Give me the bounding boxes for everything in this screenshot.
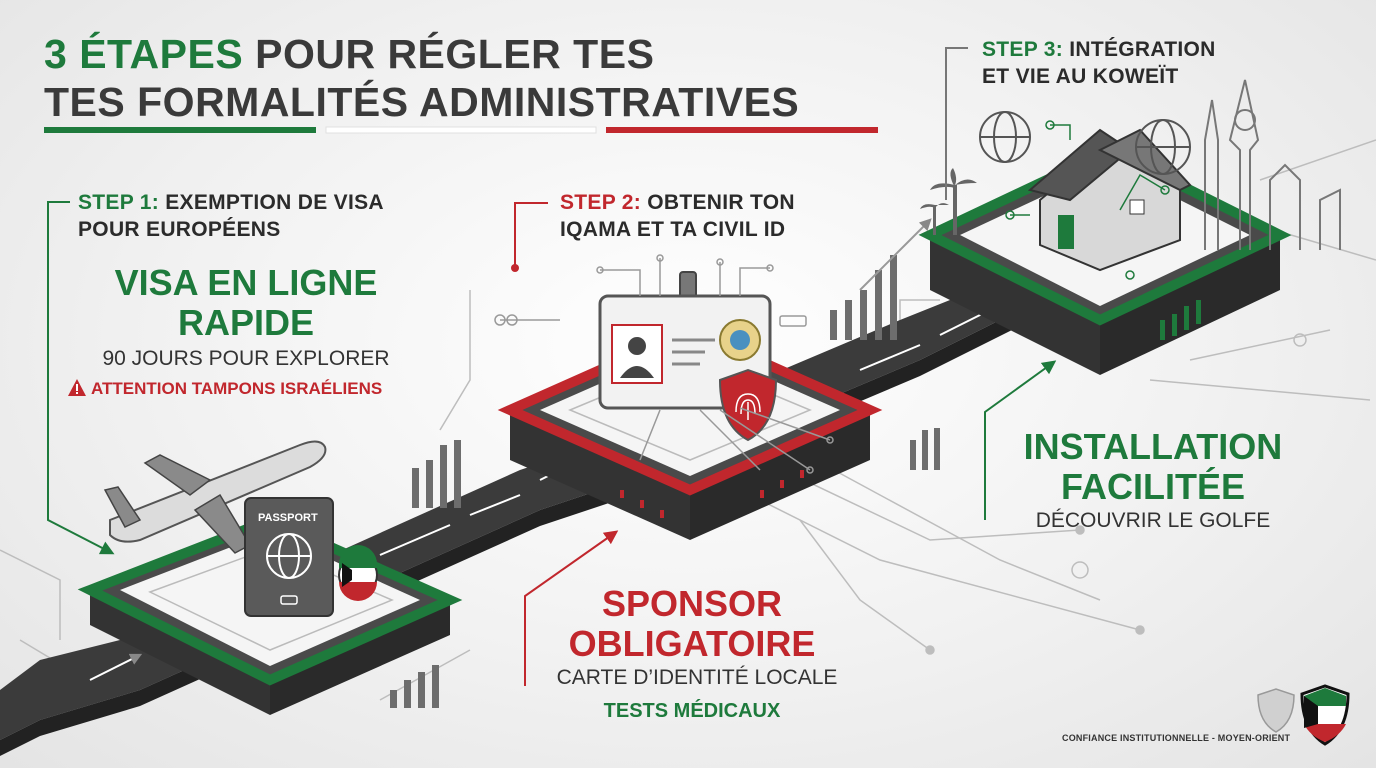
step3-heading-line1: INTÉGRATION bbox=[1063, 38, 1216, 61]
warning-icon bbox=[68, 379, 86, 396]
palm-tree-icon bbox=[920, 168, 977, 235]
step1-heading-line1: EXEMPTION DE VISA bbox=[159, 191, 384, 214]
step2-heading-line1: OBTENIR TON bbox=[641, 191, 795, 214]
step2-label: STEP 2: bbox=[560, 191, 642, 214]
bar-charts bbox=[390, 255, 940, 708]
skyline-icon bbox=[1204, 79, 1341, 250]
step1-label: STEP 1: bbox=[78, 191, 160, 214]
house-icon bbox=[1027, 128, 1192, 272]
trend-arrow bbox=[859, 218, 932, 291]
step1-sub: 90 JOURS POUR EXPLORER bbox=[102, 347, 390, 370]
step3-big-text: INSTALLATION FACILITÉE bbox=[1000, 427, 1306, 507]
step1-heading: STEP 1: EXEMPTION DE VISA POUR EUROPÉENS bbox=[78, 189, 384, 243]
airplane-icon bbox=[103, 440, 327, 554]
passport-icon bbox=[244, 497, 334, 617]
step2-extra: TESTS MÉDICAUX bbox=[603, 700, 781, 722]
title-line2: TES FORMALITÉS ADMINISTRATIVES bbox=[44, 79, 800, 125]
step2-heading: STEP 2: OBTENIR TON IQAMA ET TA CIVIL ID bbox=[560, 189, 795, 243]
step1-big-line2: RAPIDE bbox=[177, 302, 315, 343]
passport-label: PASSPORT bbox=[258, 512, 318, 524]
step3-big-line2: FACILITÉE bbox=[1060, 466, 1245, 507]
step3-label: STEP 3: bbox=[982, 38, 1064, 61]
step2-heading-line2: IQAMA ET TA CIVIL ID bbox=[560, 218, 786, 241]
title-underline bbox=[44, 126, 878, 134]
step2-sub: CARTE D’IDENTITÉ LOCALE bbox=[556, 666, 838, 689]
step3-big-line1: INSTALLATION bbox=[1023, 426, 1283, 467]
page-title: 3 ÉTAPES POUR RÉGLER TES TES FORMALITÉS … bbox=[44, 30, 799, 126]
globe-icon bbox=[979, 111, 1191, 175]
step1-big-text: VISA EN LIGNE RAPIDE bbox=[66, 263, 426, 343]
step2-big-line1: SPONSOR bbox=[601, 583, 783, 624]
circuit-nodes-step2 bbox=[494, 254, 834, 474]
footer-text: CONFIANCE INSTITUTIONNELLE - MOYEN-ORIEN… bbox=[1062, 733, 1291, 743]
callout-leaders bbox=[47, 47, 1057, 686]
step1-heading-line2: POUR EUROPÉENS bbox=[78, 218, 281, 241]
step2-big-text: SPONSOR OBLIGATOIRE bbox=[542, 584, 842, 664]
step2-big-line2: OBLIGATOIRE bbox=[568, 623, 816, 664]
step1-big-line1: VISA EN LIGNE bbox=[114, 262, 378, 303]
step1-warning: ATTENTION TAMPONS ISRAÉLIENS bbox=[91, 379, 383, 398]
kuwait-flag-icon bbox=[338, 545, 378, 601]
fingerprint-shield-icon bbox=[718, 368, 778, 442]
shield-logo-icon bbox=[1257, 684, 1350, 746]
network-nodes bbox=[1005, 120, 1170, 280]
step3-sub: DÉCOUVRIR LE GOLFE bbox=[1035, 509, 1271, 532]
title-highlight: 3 ÉTAPES bbox=[44, 31, 244, 77]
title-line1-rest: POUR RÉGLER TES bbox=[243, 31, 655, 77]
step3-heading-line2: ET VIE AU KOWEÏT bbox=[982, 65, 1179, 88]
step3-heading: STEP 3: INTÉGRATION ET VIE AU KOWEÏT bbox=[982, 36, 1216, 90]
